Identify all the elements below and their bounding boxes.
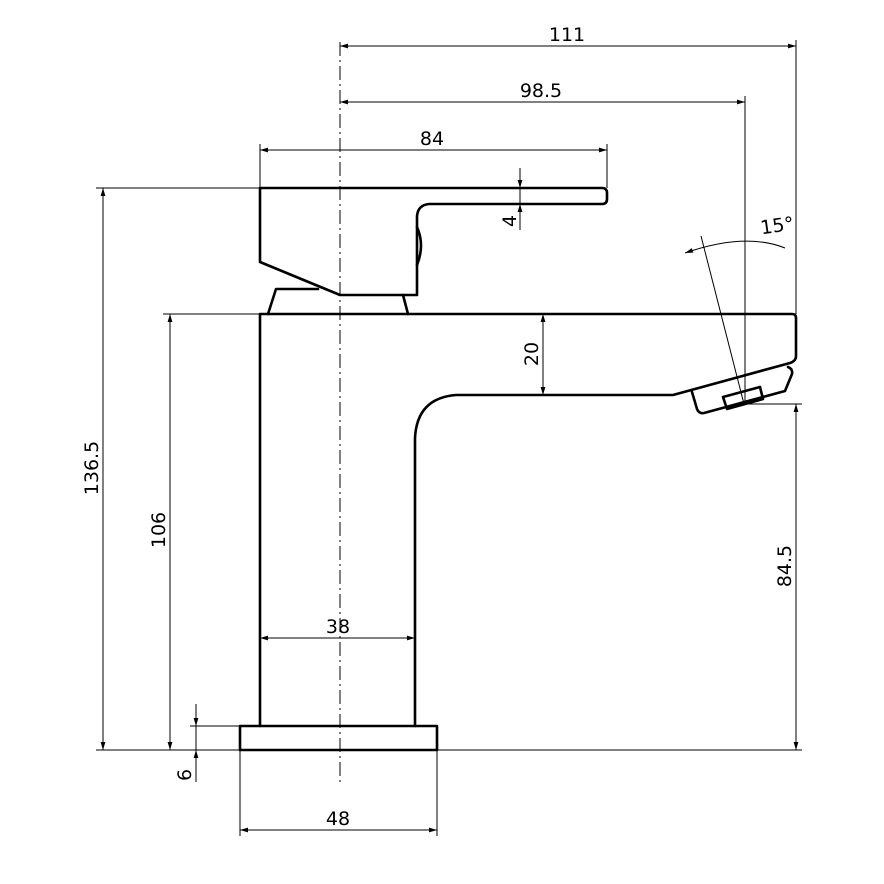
base-plate bbox=[238, 724, 439, 752]
tap-body bbox=[258, 312, 798, 728]
dim-base-thickness: 6 bbox=[174, 769, 196, 781]
dim-handle-length: 84 bbox=[420, 128, 444, 150]
handle-pedestal bbox=[266, 287, 410, 316]
dim-outlet-angle: 15° bbox=[759, 213, 795, 239]
dim-overall-reach: 111 bbox=[549, 24, 585, 46]
aerator bbox=[690, 365, 794, 415]
dim-body-height: 106 bbox=[148, 512, 170, 548]
dim-spout-thickness: 20 bbox=[521, 342, 543, 366]
dim-handle-thickness: 4 bbox=[499, 215, 521, 227]
dim-outlet-height: 84.5 bbox=[774, 545, 796, 587]
dim-base-width: 48 bbox=[326, 808, 350, 830]
dim-body-width: 38 bbox=[326, 616, 350, 638]
aerator-insert bbox=[721, 385, 765, 411]
dim-overall-height: 136.5 bbox=[81, 441, 103, 495]
tap-outline bbox=[238, 186, 798, 752]
handle bbox=[258, 186, 609, 297]
dim-spout-reach: 98.5 bbox=[520, 80, 562, 102]
handle-knob bbox=[415, 225, 423, 267]
dimension-lines bbox=[96, 40, 802, 836]
